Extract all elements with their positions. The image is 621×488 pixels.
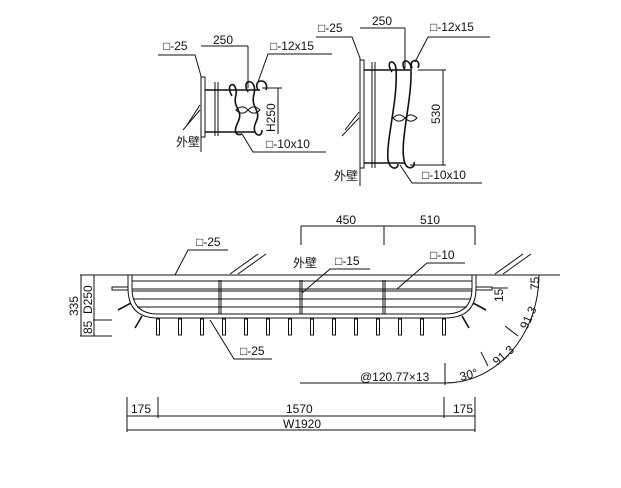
dim-85: 85 xyxy=(81,320,95,334)
spike xyxy=(332,318,336,336)
wall-label: 外壁 xyxy=(293,255,317,270)
bar-label: □-10 xyxy=(430,248,455,262)
scroll-label: □-12x15 xyxy=(270,39,314,53)
dim-left: 175 xyxy=(131,402,151,416)
side-view-small: □-25 250 □-12x15 H250 外壁 □-10x10 xyxy=(158,33,332,153)
spike xyxy=(134,315,143,329)
ornament xyxy=(392,114,418,122)
rail-label: □-15 xyxy=(335,254,360,268)
scroll-2 xyxy=(402,60,416,169)
spikes xyxy=(156,318,446,336)
spike xyxy=(117,302,132,311)
dim-total-depth: 335 xyxy=(67,296,81,316)
dim-depth: D250 xyxy=(81,285,95,314)
spike xyxy=(472,302,487,311)
spike xyxy=(200,318,204,336)
spike xyxy=(442,318,446,336)
frame-label: □-25 xyxy=(163,39,188,53)
depth-dim: 250 xyxy=(213,33,233,47)
spike xyxy=(222,318,226,336)
width-dim: W1920 xyxy=(283,417,321,431)
dim-450: 450 xyxy=(336,213,356,227)
pitch: @120.77×13 xyxy=(360,370,430,384)
wall-plate xyxy=(200,76,206,138)
dim-center: 1570 xyxy=(286,402,313,416)
dim-510: 510 xyxy=(420,213,440,227)
bar-label: □-10x10 xyxy=(266,137,310,151)
spike xyxy=(244,318,248,336)
arc-dim-2: 91.3 xyxy=(490,342,517,368)
scroll-2 xyxy=(245,80,263,136)
wall-label: 外壁 xyxy=(334,168,358,183)
spike xyxy=(461,315,470,329)
plan-view: 450 510 □-25 外壁 □-15 □-10 □-25 335 D250 … xyxy=(67,213,560,432)
scroll-hook xyxy=(410,59,420,69)
ornament xyxy=(235,106,261,114)
spike xyxy=(420,318,424,336)
angle: 30° xyxy=(458,366,479,384)
wall-label: 外壁 xyxy=(176,134,200,149)
scroll-label: □-12x15 xyxy=(430,20,474,34)
spike xyxy=(398,318,402,336)
height-dim: 530 xyxy=(429,104,443,124)
wall-plate xyxy=(359,59,365,169)
dim-right: 175 xyxy=(453,402,473,416)
dim-15: 15 xyxy=(492,288,506,302)
frame-bottom-label: □-25 xyxy=(240,344,265,358)
spike xyxy=(156,318,160,336)
scroll-hook xyxy=(255,80,268,91)
frame-label: □-25 xyxy=(318,21,343,35)
spike xyxy=(310,318,314,336)
scroll-1 xyxy=(386,61,399,169)
arc-dimension xyxy=(444,274,540,384)
bracket-right xyxy=(475,286,493,291)
spike xyxy=(178,318,182,336)
side-view-large: □-25 250 □-12x15 530 外壁 □-10x10 xyxy=(316,14,490,186)
spike xyxy=(354,318,358,336)
dim-75: 75 xyxy=(528,276,542,290)
depth-dim: 250 xyxy=(372,14,392,28)
bar-label: □-10x10 xyxy=(422,168,466,182)
frame-top-label: □-25 xyxy=(196,235,221,249)
bracket-left xyxy=(111,286,129,291)
spike xyxy=(376,318,380,336)
spike xyxy=(266,318,270,336)
arc-dim-1: 91.3 xyxy=(517,304,540,331)
outer-frame xyxy=(127,275,477,319)
height-dim: H250 xyxy=(264,103,278,132)
spike xyxy=(288,318,292,336)
